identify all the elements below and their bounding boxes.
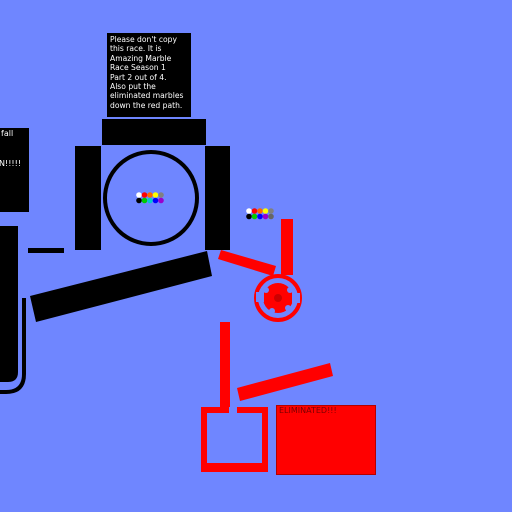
marble xyxy=(257,208,263,214)
center-marble-group xyxy=(136,192,164,204)
red-collector-bin xyxy=(201,407,268,472)
race-note-line: eliminated marbles xyxy=(110,91,184,101)
marble xyxy=(262,213,269,220)
start-chamber-ring xyxy=(103,150,199,246)
right-marble-group xyxy=(246,208,274,220)
eliminated-box: ELIMINATED!!! xyxy=(276,405,376,475)
marble xyxy=(141,192,148,198)
eliminated-label: ELIMINATED!!! xyxy=(279,406,337,415)
marble xyxy=(268,213,274,220)
marble xyxy=(268,208,274,214)
marble xyxy=(147,197,153,204)
left-info-panel: fall N!!!!! xyxy=(0,128,29,212)
race-note-line: Race Season 1 xyxy=(110,63,166,73)
chamber-right-wall xyxy=(205,146,230,250)
race-note-line: Amazing Marble xyxy=(110,53,172,63)
red-post xyxy=(281,219,293,275)
marble xyxy=(251,213,258,220)
marble xyxy=(246,213,252,220)
marble xyxy=(152,192,159,198)
chamber-left-wall xyxy=(75,146,101,250)
marble xyxy=(158,197,164,204)
marble xyxy=(136,197,142,204)
marble xyxy=(257,213,263,220)
race-note-line: Please don't copy xyxy=(110,35,177,44)
bin-opening xyxy=(229,407,237,413)
marble xyxy=(141,197,148,204)
red-ramp-lower xyxy=(237,363,333,401)
left-tube-inner xyxy=(0,226,18,382)
race-note: Please don't copy this race. It is Amazi… xyxy=(107,33,191,117)
race-note-line: Also put the xyxy=(110,82,156,92)
red-spinner xyxy=(254,274,302,322)
left-ledge xyxy=(28,248,64,253)
marble xyxy=(158,192,164,198)
marble xyxy=(246,208,252,214)
race-note-line: down the red path. xyxy=(110,100,183,110)
main-ramp xyxy=(30,251,212,322)
red-drop-pipe xyxy=(220,322,230,410)
marble xyxy=(262,208,269,214)
left-panel-text-2: N!!!!! xyxy=(0,159,22,168)
red-ramp-upper xyxy=(218,250,276,276)
marble xyxy=(136,192,142,198)
left-panel-text-1: fall xyxy=(1,129,14,138)
chamber-top-wall xyxy=(102,119,206,145)
left-tube-outer xyxy=(0,298,26,394)
marble xyxy=(251,208,258,214)
race-note-line: this race. It is xyxy=(110,44,162,54)
marble xyxy=(152,197,159,204)
race-note-line: Part 2 out of 4. xyxy=(110,72,167,82)
marble xyxy=(147,192,153,198)
